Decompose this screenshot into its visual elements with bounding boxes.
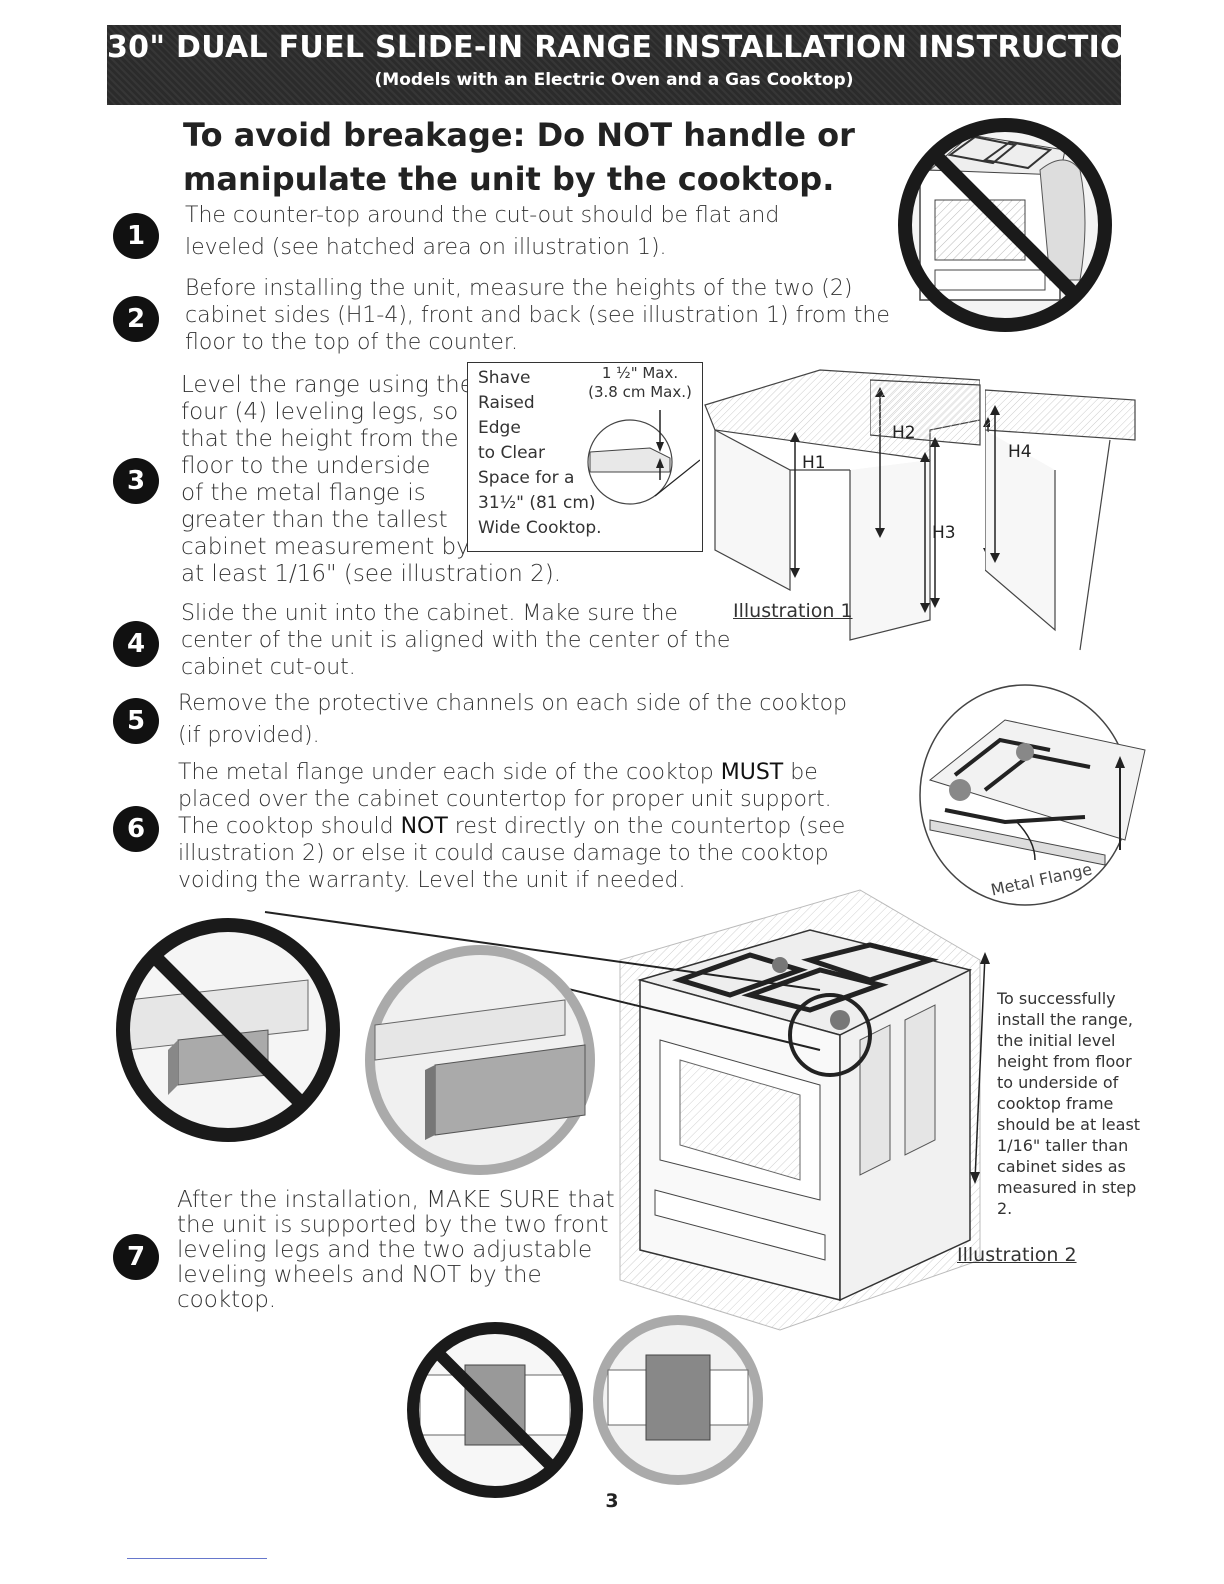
- step-2-text: Before installing the unit, measure the …: [185, 276, 890, 355]
- step-3-text: Level the range using the four (4) level…: [181, 372, 562, 587]
- step-4-badge: 4: [113, 621, 159, 667]
- illustration-1-label: Illustration 1: [733, 600, 853, 622]
- h1-label: H1: [802, 453, 826, 473]
- step-5-badge: 5: [113, 698, 159, 744]
- illustration-2-label: Illustration 2: [957, 1244, 1077, 1266]
- header-banner: [107, 25, 1121, 105]
- step-5-text: Remove the protective channels on each s…: [178, 691, 848, 748]
- step-7-badge: 7: [113, 1234, 159, 1280]
- step-1-badge: 1: [113, 213, 159, 259]
- correct-support-detail: [593, 1315, 763, 1485]
- callout-text: Shave Raised Edge to Clear Space for a 3…: [478, 368, 602, 538]
- footer-rule: [127, 1558, 267, 1559]
- h4-label: H4: [1008, 442, 1032, 462]
- h3-label: H3: [932, 523, 956, 543]
- callout-max-text: 1 ½" Max. (3.8 cm Max.): [588, 364, 692, 401]
- correct-flange-detail: [365, 945, 595, 1175]
- step-3-badge: 3: [113, 458, 159, 504]
- page-title: 30" DUAL FUEL SLIDE-IN RANGE INSTALLATIO…: [107, 30, 1174, 65]
- range-illustration: [619, 889, 990, 1331]
- no-cooktop-handling-illustration: [898, 118, 1112, 332]
- step-6-text: The metal flange under each side of the …: [178, 760, 846, 893]
- metal-flange-inset: [919, 684, 1146, 906]
- page-subtitle: (Models with an Electric Oven and a Gas …: [374, 70, 854, 90]
- step-6-badge: 6: [113, 806, 159, 852]
- page-number: 3: [605, 1490, 619, 1512]
- cabinet-right-end: [985, 389, 1136, 651]
- step-2-badge: 2: [113, 296, 159, 342]
- no-flange-on-counter-detail: [116, 918, 340, 1142]
- callout-edge-detail: [587, 410, 700, 505]
- breakage-warning: To avoid breakage: Do NOT handle or mani…: [183, 113, 883, 201]
- warning-line-2: manipulate the unit by the cooktop.: [183, 160, 835, 198]
- step-7-text: After the installation, MAKE SURE that t…: [177, 1187, 615, 1313]
- step-4-text: Slide the unit into the cabinet. Make su…: [181, 601, 731, 680]
- illustration-2-note: To successfully install the range, the i…: [997, 989, 1141, 1218]
- warning-line-1: To avoid breakage: Do NOT handle or: [183, 116, 855, 154]
- no-support-by-cooktop-detail: [407, 1322, 583, 1498]
- step-1-text: The counter-top around the cut-out shoul…: [185, 203, 780, 260]
- h2-label: H2: [892, 423, 916, 443]
